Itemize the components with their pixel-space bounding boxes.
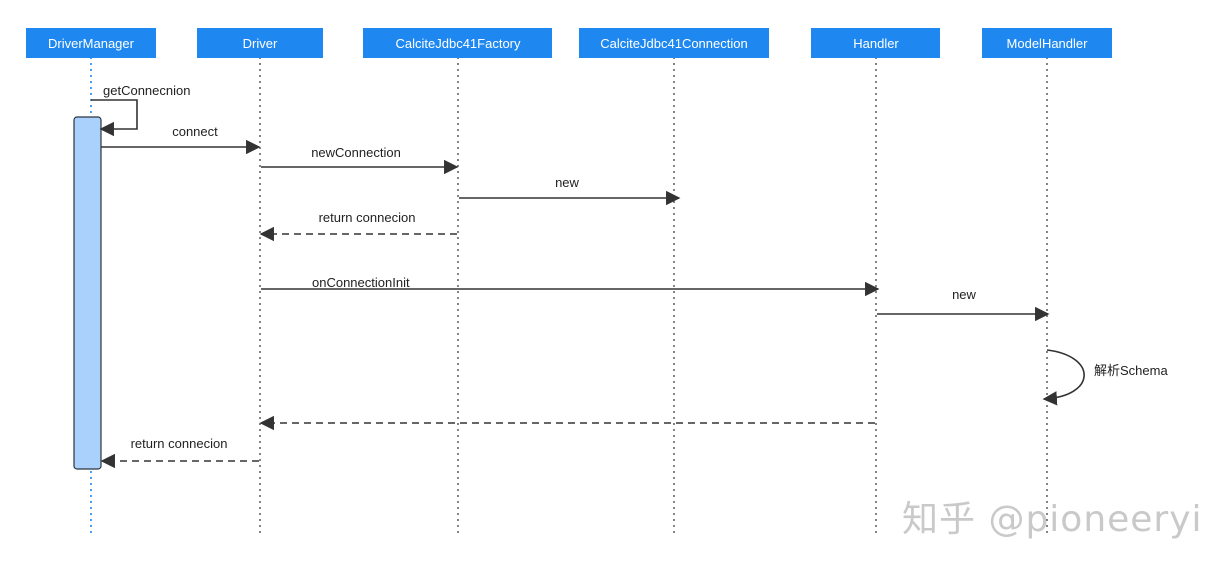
message-return-connecion-factory: return connecion — [259, 210, 457, 242]
message-return-connecion-driver: return connecion — [100, 436, 259, 469]
participant-label: CalciteJdbc41Factory — [396, 36, 521, 51]
message-newconnection: newConnection — [261, 145, 459, 175]
participant-label: ModelHandler — [1007, 36, 1089, 51]
message-onconnectioninit: onConnectionInit — [261, 275, 880, 297]
message-parse-schema: 解析Schema — [1042, 349, 1168, 406]
participant-label: DriverManager — [48, 36, 135, 51]
message-new-modelhandler: new — [877, 287, 1050, 322]
message-new-connection: new — [459, 175, 681, 206]
participant-modelhandler: ModelHandler — [982, 28, 1112, 58]
message-label: new — [952, 287, 976, 302]
activation-bar — [73, 116, 102, 470]
participant-drivermanager: DriverManager — [26, 28, 156, 58]
message-getconnecnion: getConnecnion — [91, 83, 190, 137]
participant-driver: Driver — [197, 28, 323, 58]
message-label: return connecion — [319, 210, 416, 225]
participant-calcitejdbc41connection: CalciteJdbc41Connection — [579, 28, 769, 58]
participant-label: Handler — [853, 36, 899, 51]
message-label: getConnecnion — [103, 83, 190, 98]
message-label: new — [555, 175, 579, 190]
message-label: 解析Schema — [1094, 363, 1168, 378]
message-label: connect — [172, 124, 218, 139]
message-connect: connect — [101, 124, 261, 155]
participant-label: Driver — [243, 36, 278, 51]
participant-handler: Handler — [811, 28, 940, 58]
message-label: newConnection — [311, 145, 401, 160]
message-label: return connecion — [131, 436, 228, 451]
watermark: 知乎 @pioneeryi — [902, 499, 1203, 540]
participant-calcitejdbc41factory: CalciteJdbc41Factory — [363, 28, 552, 58]
participant-label: CalciteJdbc41Connection — [600, 36, 747, 51]
message-label: onConnectionInit — [312, 275, 410, 290]
